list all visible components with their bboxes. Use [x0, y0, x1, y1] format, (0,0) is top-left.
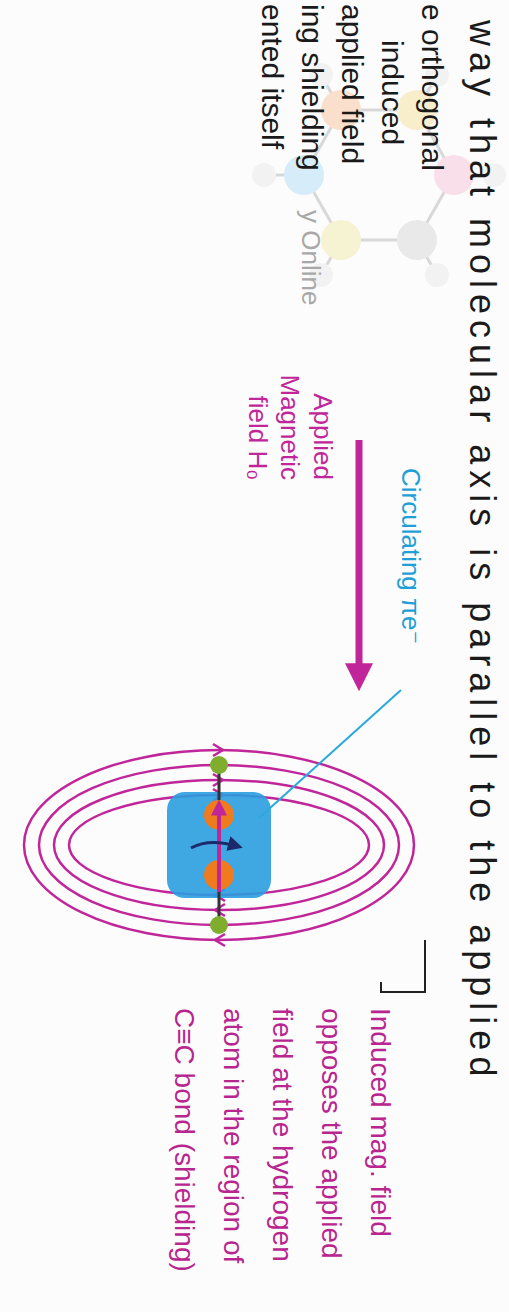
bracket	[381, 940, 425, 992]
molecular-axis	[218, 765, 221, 925]
field-loop	[24, 750, 414, 940]
note-line: induced	[374, 40, 412, 145]
induced-field-arrow	[217, 806, 221, 892]
pi-electron-cylinder	[167, 792, 271, 898]
loop-direction-mark	[213, 744, 223, 756]
heading-line: way that molecular axis is parallel to t…	[460, 20, 505, 1082]
note-line: ing shielding	[294, 4, 332, 171]
leader-line	[259, 690, 401, 818]
field-loop	[39, 765, 399, 925]
applied-field-arrow	[356, 440, 363, 680]
watermark: y Online	[295, 210, 328, 305]
loop-direction-mark	[215, 934, 225, 946]
note-line: e orthogonal	[414, 4, 452, 171]
field-loop	[69, 795, 369, 895]
hydrogen-atom	[210, 916, 228, 934]
electron-circulation-arrow	[191, 842, 237, 848]
callout-note: Induced mag. field opposes the applied f…	[160, 1008, 405, 1304]
hydrogen-atom	[210, 756, 228, 774]
induced-field-loops	[24, 744, 414, 946]
callout-label: Circulating πe⁻	[395, 468, 428, 644]
note-line: ented itself	[254, 4, 292, 149]
note-line: applied field	[334, 4, 372, 164]
field-label: Applied Magnetic field H₀	[242, 330, 340, 480]
